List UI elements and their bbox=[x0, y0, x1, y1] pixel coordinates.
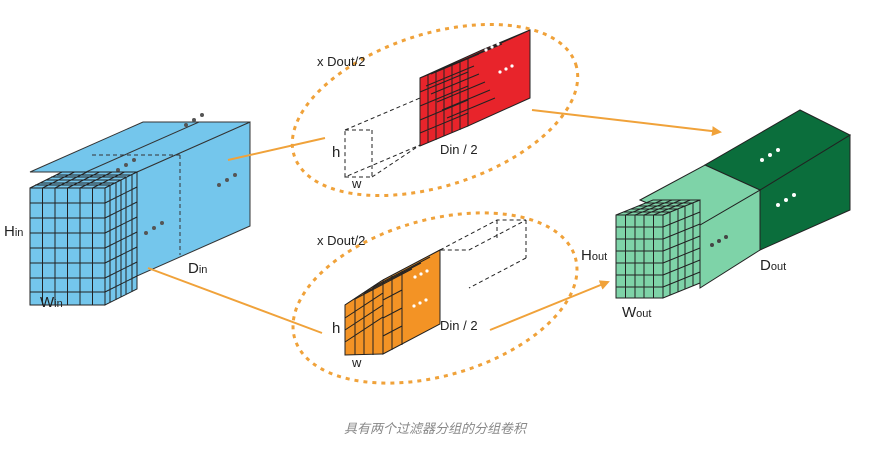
output-d-label: D bbox=[760, 257, 771, 274]
filter-top-count: x Dout/2 bbox=[317, 54, 365, 69]
arrows bbox=[147, 109, 722, 334]
input-d-label: D bbox=[188, 260, 199, 277]
svg-text:Hin: Hin bbox=[4, 223, 23, 240]
grouped-convolution-diagram: Hin Win Din x Dout/ bbox=[4, 22, 852, 385]
filter-bottom-dashed-half bbox=[439, 219, 527, 289]
filter-top-w: w bbox=[351, 176, 362, 191]
arrow-input-to-top-filter bbox=[227, 137, 326, 161]
svg-text:Din: Din bbox=[188, 260, 207, 277]
input-ellipsis-dots bbox=[116, 113, 237, 235]
filter-bottom-d: Din / 2 bbox=[440, 318, 478, 333]
output-ellipsis-dots bbox=[760, 148, 796, 207]
figure-caption: 具有两个过滤器分组的分组卷积 bbox=[343, 422, 526, 437]
filter-top-h: h bbox=[332, 144, 340, 161]
output-front-grid bbox=[615, 199, 701, 299]
orange-filter-cube bbox=[344, 249, 441, 356]
svg-text:Win: Win bbox=[40, 294, 63, 311]
input-d-sub: in bbox=[199, 264, 208, 276]
input-tensor: Hin Win Din bbox=[4, 113, 251, 311]
output-w-sub: out bbox=[636, 308, 651, 320]
group-top-ellipse bbox=[290, 22, 580, 198]
arrow-input-to-bottom-filter bbox=[147, 267, 323, 334]
output-tensor: Hout Wout Dout bbox=[581, 109, 852, 321]
red-filter-cube bbox=[419, 29, 531, 147]
input-w-label: W bbox=[40, 294, 55, 311]
filter-bottom-h: h bbox=[332, 320, 340, 337]
filter-group-top: x Dout/2 h w Din / 2 bbox=[290, 22, 580, 198]
output-w-label: W bbox=[622, 304, 637, 321]
output-d-sub: out bbox=[771, 261, 786, 273]
output-h-label: H bbox=[581, 247, 592, 264]
svg-text:Dout: Dout bbox=[760, 257, 786, 274]
filter-bottom-count: x Dout/2 bbox=[317, 233, 365, 248]
input-h-sub: in bbox=[15, 227, 24, 239]
arrow-bottom-filter-to-output bbox=[489, 280, 610, 331]
group-bottom-ellipse bbox=[291, 211, 579, 385]
filter-top-d: Din / 2 bbox=[440, 142, 478, 157]
input-h-label: H bbox=[4, 223, 15, 240]
arrow-top-filter-to-output bbox=[531, 109, 722, 137]
svg-text:Hout: Hout bbox=[581, 247, 607, 264]
output-h-sub: out bbox=[592, 251, 607, 263]
svg-text:Wout: Wout bbox=[622, 304, 651, 321]
filter-top-dashed-half bbox=[344, 97, 421, 178]
filter-bottom-w: w bbox=[351, 355, 362, 370]
filter-group-bottom: x Dout/2 h w Din / 2 bbox=[291, 211, 579, 385]
input-w-sub: in bbox=[54, 298, 63, 310]
input-front-grid bbox=[29, 171, 138, 306]
